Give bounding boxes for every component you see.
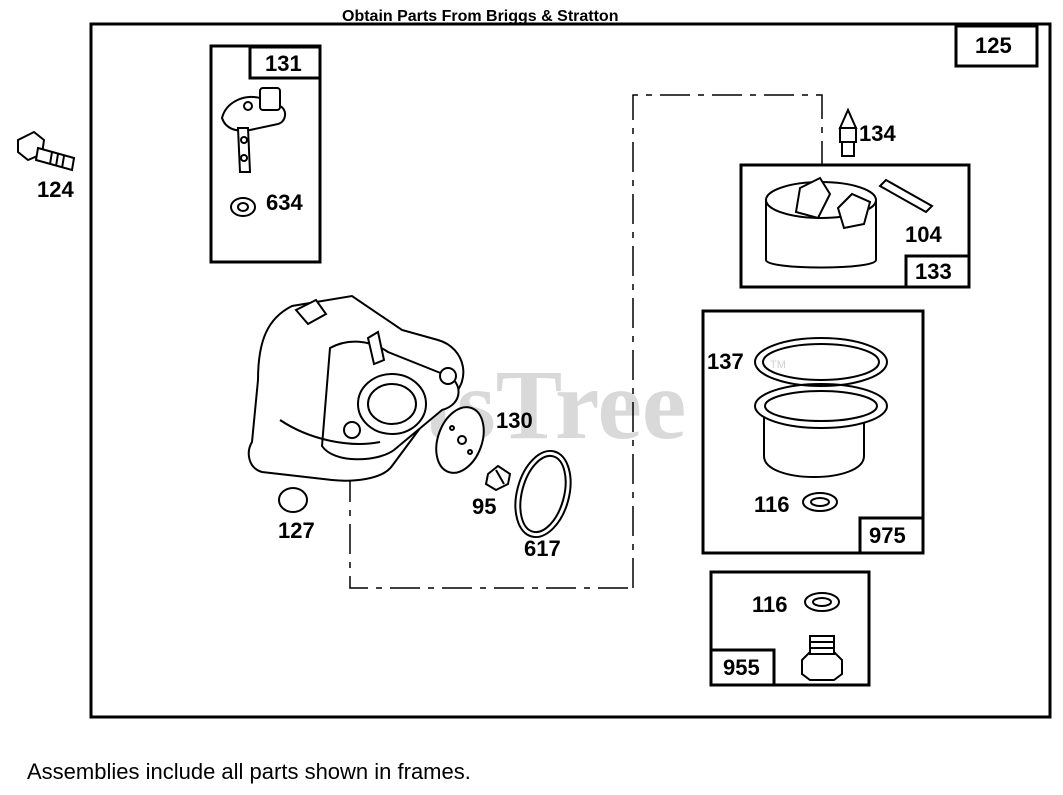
bowl-kit-tag[interactable] (858, 516, 925, 555)
leader-line-lower (349, 472, 633, 589)
main-assembly-frame (89, 22, 1052, 719)
washer-634-part[interactable] (230, 197, 256, 217)
float-assembly-tag[interactable] (248, 45, 322, 80)
float-part[interactable] (765, 176, 877, 269)
plug-127-part[interactable] (278, 487, 308, 513)
screw-95-part[interactable] (484, 464, 512, 492)
float-kit-number: 133 (915, 259, 952, 284)
washer-116-lower-part[interactable] (804, 592, 840, 612)
part-label-634[interactable]: 634 (266, 190, 303, 215)
oring-617-part[interactable] (506, 445, 579, 543)
part-label-127[interactable]: 127 (278, 518, 315, 543)
header-text: Obtain Parts From Briggs & Stratton (342, 8, 618, 25)
watermark-tm: TM (770, 359, 786, 371)
leader-line-upper (632, 94, 823, 588)
main-assembly-number: 125 (975, 33, 1012, 58)
screw-kit-tag[interactable] (709, 648, 776, 687)
part-label-137[interactable]: 137 (707, 349, 744, 374)
part-label-130[interactable]: 130 (496, 408, 533, 433)
bowl-screw-part[interactable] (801, 635, 843, 681)
washer-116-upper-part[interactable] (802, 492, 838, 512)
needle-part[interactable] (838, 107, 858, 157)
footer-note: Assemblies include all parts shown in fr… (27, 759, 471, 784)
part-label-617[interactable]: 617 (524, 536, 561, 561)
screw-kit-frame (709, 570, 871, 687)
pin-104-part[interactable] (878, 178, 934, 214)
part-label-104[interactable]: 104 (905, 222, 942, 247)
float-kit-tag[interactable] (904, 254, 971, 289)
main-assembly-tag[interactable] (954, 24, 1039, 68)
part-label-134[interactable]: 134 (859, 121, 896, 146)
float-bowl-part[interactable] (220, 87, 286, 173)
bolt-part[interactable] (17, 130, 76, 172)
float-bowl-975-part[interactable] (754, 383, 888, 478)
bowl-kit-number: 975 (869, 523, 906, 548)
float-assembly-number: 131 (265, 51, 302, 76)
gasket-137-part[interactable] (754, 337, 888, 387)
part-label-116-upper[interactable]: 116 (754, 492, 790, 517)
bowl-kit-frame (701, 309, 925, 555)
carburetor-body-part[interactable] (247, 294, 465, 482)
screw-kit-number: 955 (723, 655, 760, 680)
part-label-95[interactable]: 95 (472, 494, 496, 519)
plate-130-part[interactable] (428, 401, 493, 480)
part-label-124[interactable]: 124 (37, 177, 74, 202)
float-kit-frame (739, 163, 971, 289)
part-label-116-lower[interactable]: 116 (752, 592, 788, 617)
